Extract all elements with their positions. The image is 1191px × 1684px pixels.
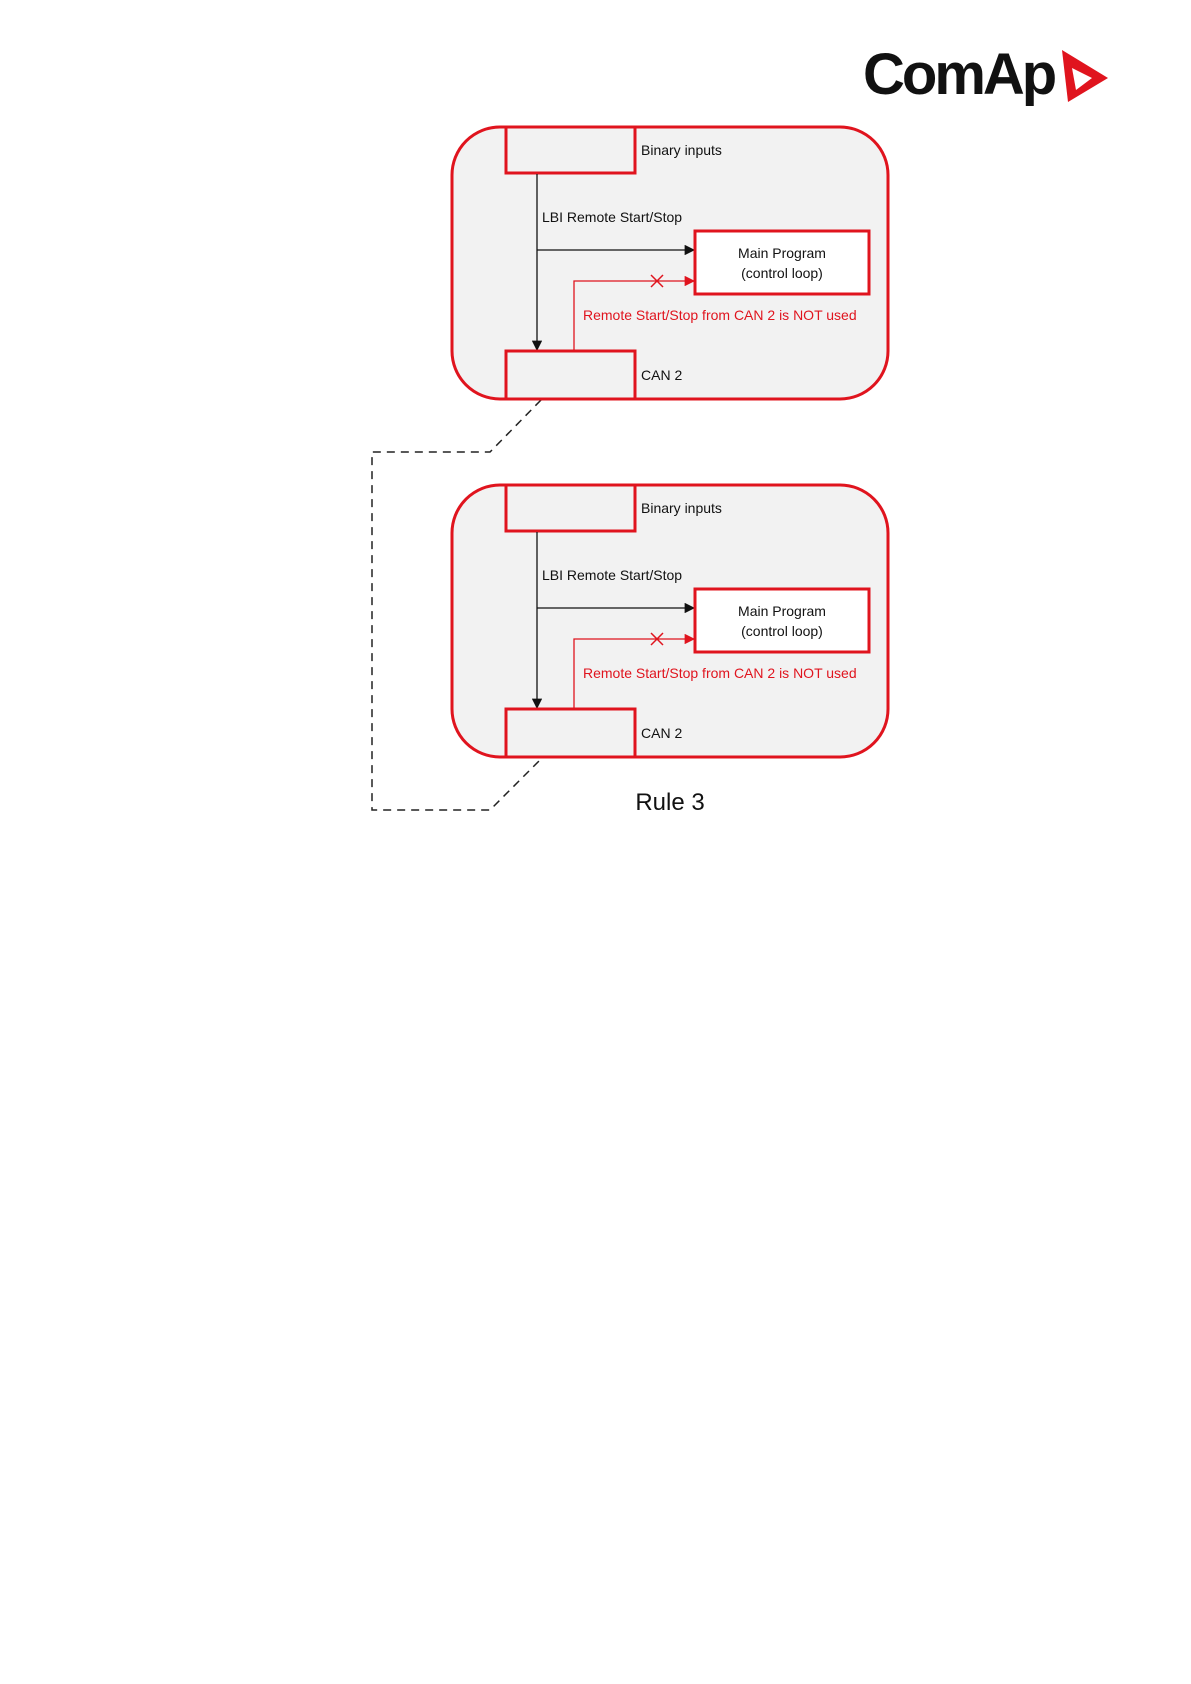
can2-block xyxy=(506,709,635,757)
signal-label: LBI Remote Start/Stop xyxy=(542,209,682,225)
can2-label: CAN 2 xyxy=(641,367,682,383)
binary-inputs-block xyxy=(506,485,635,531)
main-program-label-line2: (control loop) xyxy=(741,623,823,639)
controller-unit-1: Binary inputs LBI Remote Start/Stop Main… xyxy=(452,127,888,399)
binary-inputs-label: Binary inputs xyxy=(641,500,722,516)
controller-unit-2: Binary inputs LBI Remote Start/Stop Main… xyxy=(452,485,888,757)
blocked-note: Remote Start/Stop from CAN 2 is NOT used xyxy=(583,665,857,681)
blocked-note: Remote Start/Stop from CAN 2 is NOT used xyxy=(583,307,857,323)
diagram-caption: Rule 3 xyxy=(635,789,704,816)
main-program-block xyxy=(695,589,869,652)
signal-label: LBI Remote Start/Stop xyxy=(542,567,682,583)
main-program-label-line2: (control loop) xyxy=(741,265,823,281)
can2-label: CAN 2 xyxy=(641,725,682,741)
binary-inputs-label: Binary inputs xyxy=(641,142,722,158)
main-program-label-line1: Main Program xyxy=(738,603,826,619)
binary-inputs-block xyxy=(506,127,635,173)
main-program-label-line1: Main Program xyxy=(738,245,826,261)
can2-block xyxy=(506,351,635,399)
main-program-block xyxy=(695,231,869,294)
